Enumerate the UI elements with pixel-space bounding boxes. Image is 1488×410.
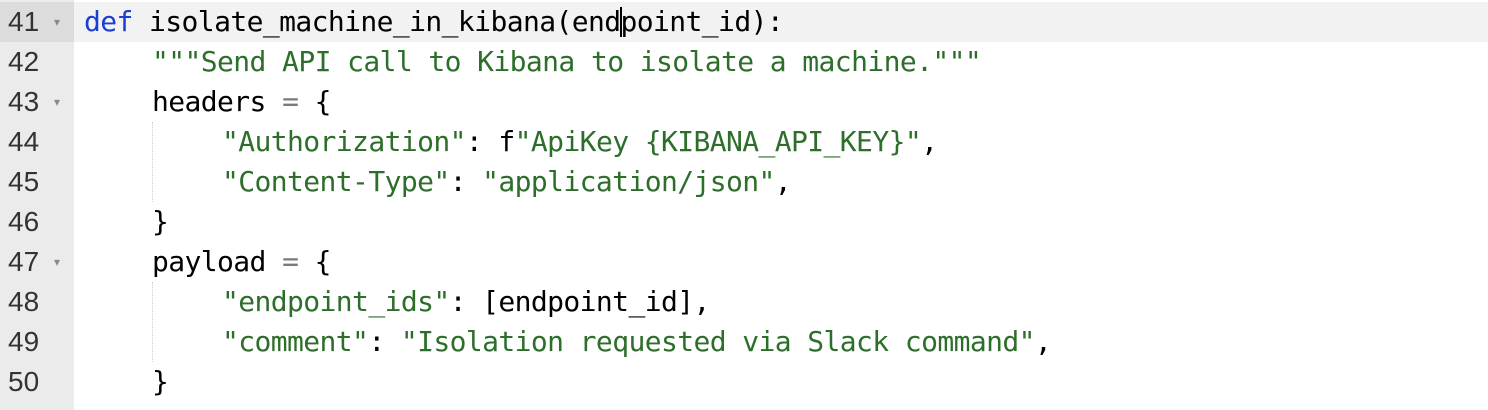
code-text[interactable]: } [152, 202, 169, 242]
close-brace: } [152, 365, 169, 398]
operator-assign: = [265, 85, 315, 118]
code-line-42[interactable]: 42 """Send API call to Kibana to isolate… [0, 42, 1488, 82]
close-brace: } [152, 205, 169, 238]
comma: , [1034, 325, 1052, 358]
variable-headers: headers [152, 85, 266, 118]
code-line-45[interactable]: 45 "Content-Type": "application/json", [0, 162, 1488, 202]
line-number: 43 [8, 86, 40, 117]
code-text[interactable]: } [152, 362, 169, 402]
docstring: """Send API call to Kibana to isolate a … [152, 45, 982, 78]
code-line-49[interactable]: 49 "comment": "Isolation requested via S… [0, 322, 1488, 362]
active-gutter-highlight [0, 2, 74, 42]
line-number: 41 [8, 6, 40, 37]
fold-arrow-icon[interactable]: ▾ [54, 255, 61, 269]
open-brace: { [314, 245, 332, 278]
fold-arrow-icon[interactable]: ▾ [54, 15, 61, 29]
dict-value: "Isolation requested via Slack command" [400, 325, 1036, 358]
dict-value: "application/json" [482, 165, 775, 198]
code-text[interactable]: headers = { [152, 82, 331, 122]
line-number: 46 [8, 206, 40, 237]
code-text[interactable]: "Authorization": f"ApiKey {KIBANA_API_KE… [222, 122, 938, 162]
line-number: 44 [8, 126, 40, 157]
function-signature-end: point_id): [620, 5, 784, 38]
colon: : [368, 325, 401, 358]
code-line-50[interactable]: 50 } [0, 362, 1488, 402]
dict-value: "ApiKey {KIBANA_API_KEY}" [514, 125, 922, 158]
keyword-def: def [84, 5, 133, 38]
variable-payload: payload [152, 245, 266, 278]
code-line-48[interactable]: 48 "endpoint_ids": [endpoint_id], [0, 282, 1488, 322]
line-number: 42 [8, 46, 40, 77]
fold-arrow-icon[interactable]: ▾ [54, 95, 61, 109]
colon: : [465, 125, 499, 158]
operator-assign: = [265, 245, 315, 278]
code-line-47[interactable]: 47 ▾ payload = { [0, 242, 1488, 282]
colon: : [449, 285, 483, 318]
open-brace: { [314, 85, 332, 118]
text-cursor [619, 7, 622, 37]
comma: , [774, 165, 792, 198]
dict-key: "endpoint_ids" [222, 285, 450, 318]
fstring-prefix: f [498, 125, 515, 158]
code-text[interactable]: payload = { [152, 242, 331, 282]
dict-key: "Content-Type" [222, 165, 450, 198]
comma: , [921, 125, 938, 158]
function-signature-start: isolate_machine_in_kibana(end [132, 5, 621, 38]
code-line-43[interactable]: 43 ▾ headers = { [0, 82, 1488, 122]
code-text[interactable]: """Send API call to Kibana to isolate a … [152, 42, 982, 82]
dict-key: "Authorization" [222, 125, 466, 158]
code-text[interactable]: def isolate_machine_in_kibana(endpoint_i… [84, 2, 784, 42]
colon: : [449, 165, 483, 198]
line-number: 45 [8, 166, 40, 197]
code-line-41[interactable]: 41 ▾ def isolate_machine_in_kibana(endpo… [0, 2, 1488, 42]
code-text[interactable]: "comment": "Isolation requested via Slac… [222, 322, 1052, 362]
line-number: 47 [8, 246, 40, 277]
line-number-gutter [0, 0, 74, 410]
dict-value: [endpoint_id], [482, 285, 710, 318]
line-number: 48 [8, 286, 40, 317]
line-number: 50 [8, 366, 40, 397]
code-line-44[interactable]: 44 "Authorization": f"ApiKey {KIBANA_API… [0, 122, 1488, 162]
code-line-46[interactable]: 46 } [0, 202, 1488, 242]
code-text[interactable]: "endpoint_ids": [endpoint_id], [222, 282, 710, 322]
dict-key: "comment" [222, 325, 369, 358]
active-line-highlight [0, 2, 1488, 42]
code-text[interactable]: "Content-Type": "application/json", [222, 162, 792, 202]
indent-guide [152, 282, 154, 362]
line-number: 49 [8, 326, 40, 357]
indent-guide [152, 122, 154, 202]
